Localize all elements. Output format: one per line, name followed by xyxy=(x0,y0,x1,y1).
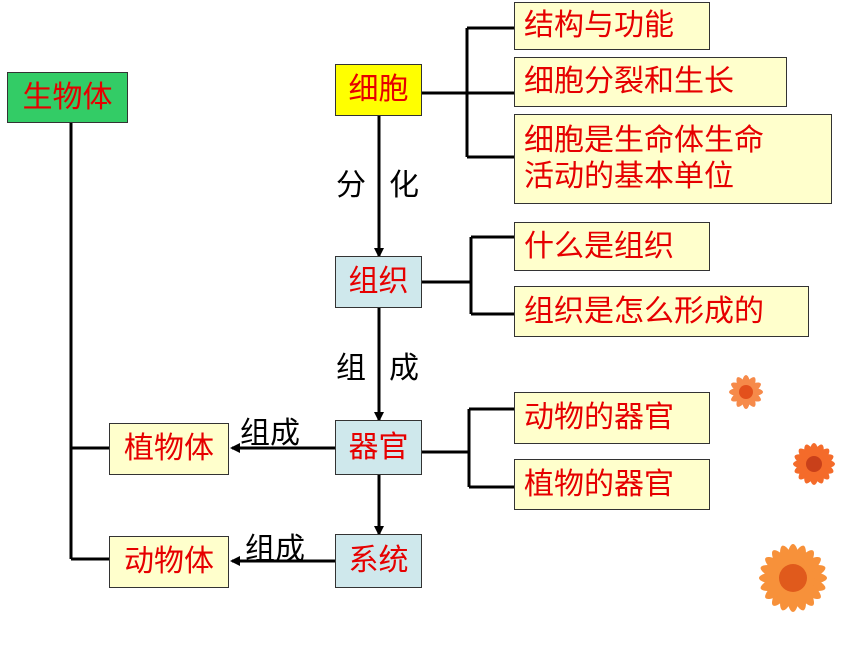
organ-label: 器官 xyxy=(348,429,409,465)
animal-body-node: 动物体 xyxy=(109,536,229,588)
cell-topic-division: 细胞分裂和生长 xyxy=(514,57,787,107)
organ-topic-plant: 植物的器官 xyxy=(514,459,710,510)
organ-topic-plant-text: 植物的器官 xyxy=(524,466,674,502)
cell-topic-basic-unit-line1: 细胞是生命体生命 xyxy=(524,123,764,158)
cell-topic-structure: 结构与功能 xyxy=(514,2,710,50)
organ-topic-animal: 动物的器官 xyxy=(514,392,710,444)
plant-body-node: 植物体 xyxy=(109,423,229,475)
tissue-topic-what-text: 什么是组织 xyxy=(524,228,674,264)
animal-body-label: 动物体 xyxy=(124,544,214,579)
organ-node: 器官 xyxy=(335,420,422,475)
tissue-label: 组织 xyxy=(348,264,409,299)
flower-large-decoration xyxy=(759,544,827,612)
organism-label: 生物体 xyxy=(22,79,113,115)
cell-topic-basic-unit: 细胞是生命体生命 活动的基本单位 xyxy=(514,114,832,204)
flower-small-decoration xyxy=(729,375,763,409)
cell-node: 细胞 xyxy=(335,64,422,116)
system-node: 系统 xyxy=(335,534,422,588)
cell-topic-basic-unit-line2: 活动的基本单位 xyxy=(524,159,734,194)
edge-label-organ-to-plant: 组成 xyxy=(240,416,300,451)
cell-topic-division-text: 细胞分裂和生长 xyxy=(524,64,734,99)
tissue-topic-formation-text: 组织是怎么形成的 xyxy=(524,293,764,329)
plant-body-label: 植物体 xyxy=(124,431,214,466)
organism-node: 生物体 xyxy=(7,72,128,123)
edge-label-compose-2: 成 xyxy=(389,351,419,386)
tissue-topic-formation: 组织是怎么形成的 xyxy=(514,286,809,337)
edge-label-differentiation-2: 化 xyxy=(389,168,419,203)
organ-topic-animal-text: 动物的器官 xyxy=(524,400,674,435)
system-label: 系统 xyxy=(348,543,409,578)
tissue-node: 组织 xyxy=(335,256,422,308)
flower-medium-decoration xyxy=(793,443,835,485)
tissue-topic-what: 什么是组织 xyxy=(514,222,710,271)
edge-label-compose-1: 组 xyxy=(336,351,366,386)
edge-label-differentiation-1: 分 xyxy=(336,168,366,203)
cell-label: 细胞 xyxy=(348,72,409,107)
edge-label-system-to-animal: 组成 xyxy=(245,532,305,567)
cell-topic-structure-text: 结构与功能 xyxy=(524,8,674,43)
